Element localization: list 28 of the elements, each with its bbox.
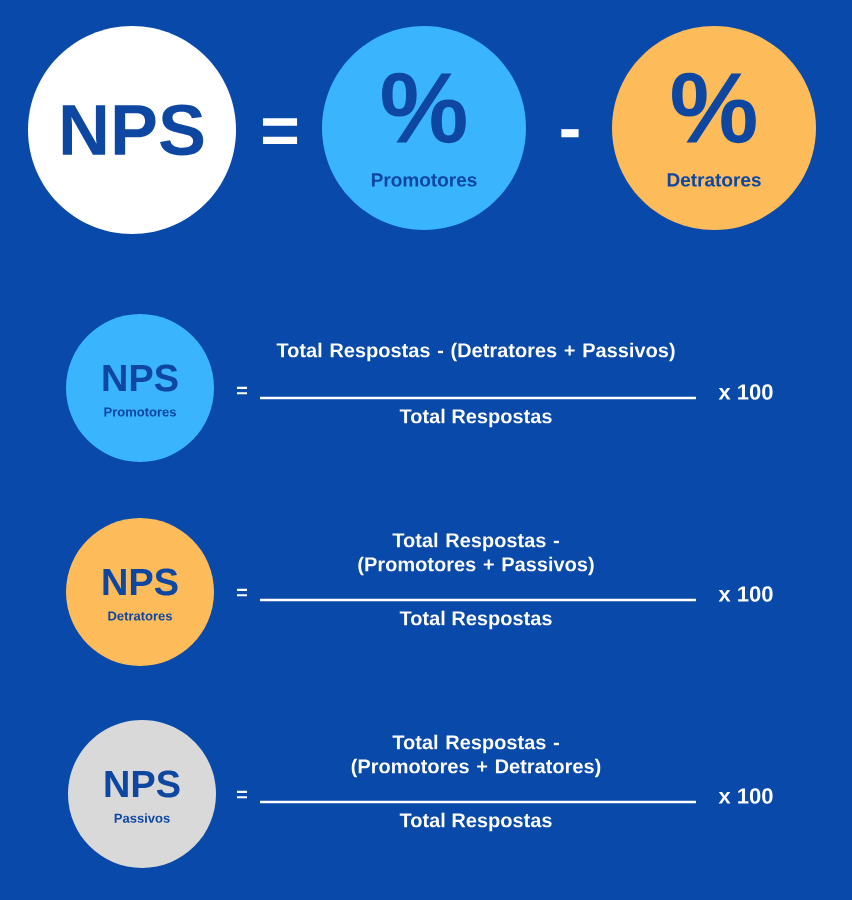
denominator: Total Respostas: [399, 812, 552, 832]
numerator: Total Respostas - (Promotores + Detratores): [351, 734, 601, 778]
circle: [612, 26, 816, 230]
circle: [322, 26, 526, 230]
operator-sign: =: [262, 118, 298, 144]
multiplier: x 100: [718, 788, 773, 804]
circle: [68, 720, 216, 868]
numerator: Total Respostas - (Promotores + Passivos): [358, 532, 594, 576]
circle-label: Detratores: [667, 173, 761, 187]
circle: [28, 26, 236, 234]
denominator: Total Respostas: [399, 610, 552, 630]
equals-sign: =: [237, 790, 247, 799]
denominator: Total Respostas: [399, 408, 552, 428]
equals-sign: =: [237, 588, 247, 597]
multiplier: x 100: [718, 586, 773, 602]
numerator: Total Respostas - (Detratores + Passivos): [276, 342, 675, 362]
multiplier: x 100: [718, 384, 773, 400]
circle-title: NPS: [103, 568, 178, 596]
equals-sign: =: [237, 386, 247, 395]
circle-title: NPS: [105, 770, 180, 798]
circle: [66, 314, 214, 462]
circle-title: %: [382, 72, 466, 144]
circle-title: NPS: [62, 104, 204, 156]
circle-title: %: [672, 72, 756, 144]
circle: [66, 518, 214, 666]
circle-label: Promotores: [371, 173, 477, 187]
circle-title: NPS: [103, 364, 178, 392]
operator-sign: -: [561, 129, 579, 138]
